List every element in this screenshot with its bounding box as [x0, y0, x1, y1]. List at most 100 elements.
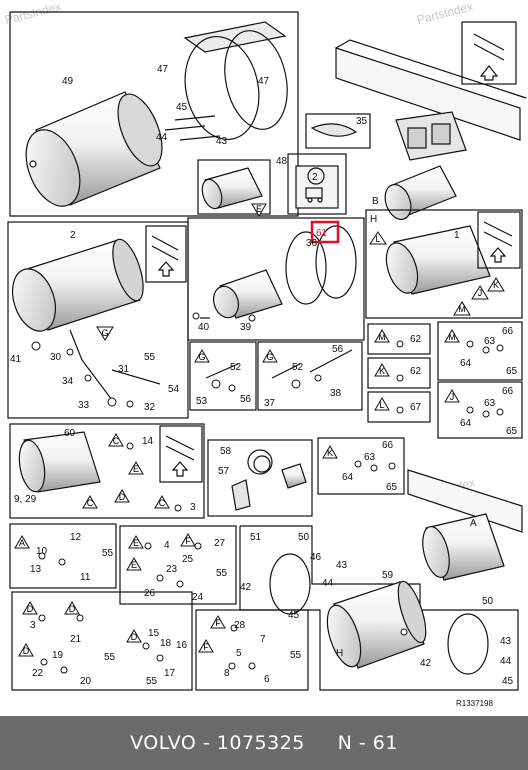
callout-48b: 2 — [312, 172, 318, 183]
callout-55e: 55 — [216, 568, 228, 579]
callout-37: 37 — [264, 398, 276, 409]
callout-64a: 64 — [460, 358, 472, 369]
svg-text:E: E — [131, 560, 137, 570]
callout-52b: 52 — [292, 362, 304, 373]
badge-d5: D — [126, 629, 142, 643]
air-tank-49 — [25, 91, 163, 207]
callout-38: 38 — [330, 388, 342, 399]
callout-36: 36 — [306, 238, 318, 249]
callout-25: 25 — [182, 554, 194, 565]
callout-27: 27 — [214, 538, 226, 549]
callout-33: 33 — [78, 400, 90, 411]
callout-9-29: 9, 29 — [14, 494, 37, 505]
callout-30: 30 — [50, 352, 62, 363]
callout-28: 28 — [234, 620, 246, 631]
badge-a1: A — [14, 535, 30, 549]
callout-23: 23 — [166, 564, 178, 575]
badge-m1: M — [453, 301, 471, 316]
strap-36a — [285, 231, 327, 305]
drawing-number: R1337198 — [456, 699, 493, 708]
callout-65b: 65 — [506, 426, 518, 437]
svg-text:G: G — [101, 328, 108, 338]
svg-text:C: C — [87, 498, 94, 508]
callout-52: 52 — [230, 362, 242, 373]
chassis-rail-lower — [407, 469, 523, 533]
svg-text:L: L — [375, 234, 380, 244]
callout-55g: 55 — [146, 676, 158, 687]
callout-54: 54 — [168, 384, 180, 395]
badge-f3: F — [210, 615, 226, 629]
badge-c2: C — [82, 495, 98, 509]
callout-63a: 63 — [484, 336, 496, 347]
badge-m2: M — [374, 329, 390, 343]
badge-g3: G — [262, 349, 278, 363]
watermark-top-right: PartsIndex — [415, 0, 474, 27]
badge-f2: F — [180, 533, 196, 547]
badge-e2: E — [128, 461, 144, 475]
svg-text:A: A — [19, 538, 25, 548]
callout-66c: 66 — [382, 440, 394, 451]
callout-34: 34 — [62, 376, 74, 387]
panel-frame-straps-61 — [187, 217, 365, 341]
badge-d1: D — [114, 489, 130, 503]
callout-b: B — [372, 196, 379, 207]
watermark-top-left: PartsIndex — [3, 0, 62, 27]
svg-text:K: K — [379, 366, 385, 376]
callout-6: 6 — [264, 674, 270, 685]
callout-65c: 65 — [386, 482, 398, 493]
svg-text:F: F — [203, 642, 209, 652]
callout-48: 48 — [276, 156, 288, 167]
callout-42b: 42 — [420, 658, 432, 669]
badge-g1: G — [96, 326, 114, 341]
callout-26: 26 — [144, 588, 156, 599]
callout-24: 24 — [192, 592, 204, 603]
callout-62a: 62 — [410, 334, 422, 345]
badge-k2: K — [374, 363, 390, 377]
svg-text:G: G — [266, 352, 273, 362]
badge-g2: G — [194, 349, 210, 363]
callout-56b: 56 — [332, 344, 344, 355]
chassis-rail — [335, 47, 521, 141]
callout-hb: H — [336, 648, 343, 659]
callout-66a: 66 — [502, 326, 514, 337]
badge-c1: C — [108, 433, 124, 447]
svg-text:D: D — [131, 632, 138, 642]
svg-text:C: C — [113, 436, 120, 446]
badge-l2: L — [374, 397, 390, 411]
callout-44c: 44 — [500, 656, 512, 667]
callout-3: 3 — [190, 502, 196, 513]
strap-47b — [224, 30, 288, 130]
callout-43b: 43 — [336, 560, 348, 571]
callout-15: 15 — [148, 628, 160, 639]
callout-4: 4 — [164, 540, 170, 551]
valve-assembly — [384, 111, 467, 221]
panel-bolt-kit-lower — [159, 425, 203, 483]
callout-47a: 47 — [157, 64, 169, 75]
svg-text:M: M — [378, 332, 386, 342]
panel-fitting-e — [119, 525, 237, 605]
callout-39: 39 — [240, 322, 252, 333]
panel-fitting-g2 — [257, 341, 363, 411]
callout-16: 16 — [176, 640, 188, 651]
callout-11: 11 — [80, 572, 91, 583]
badge-d3: D — [64, 601, 80, 615]
callout-41: 41 — [10, 354, 22, 365]
badge-f4: F — [198, 639, 214, 653]
strap-36b — [315, 225, 357, 299]
callout-42: 42 — [240, 582, 252, 593]
svg-text:M: M — [448, 332, 456, 342]
callout-55a: 55 — [144, 352, 156, 363]
panel-bolt-kit-mid-left — [145, 225, 187, 283]
panel-fitting-m1 — [367, 323, 431, 355]
callout-59: 59 — [382, 570, 394, 581]
callout-17: 17 — [164, 668, 176, 679]
callout-2: 2 — [70, 230, 76, 241]
callout-18: 18 — [160, 638, 172, 649]
callout-44b: 44 — [322, 578, 334, 589]
highlight-box-61 — [310, 220, 340, 244]
callout-32: 32 — [144, 402, 156, 413]
callout-65a: 65 — [506, 366, 518, 377]
callout-3b: 3 — [30, 620, 36, 631]
callout-35: 35 — [356, 116, 368, 127]
callout-47b: 47 — [258, 76, 270, 87]
